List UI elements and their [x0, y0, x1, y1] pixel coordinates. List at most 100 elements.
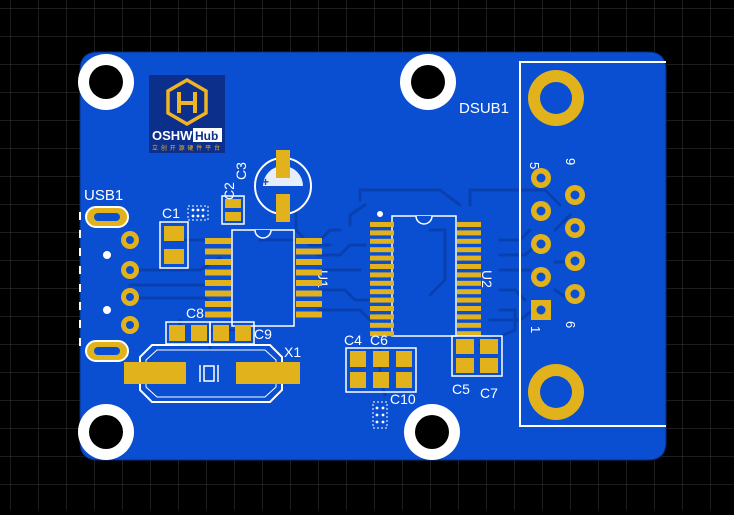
u1-pin-pad	[205, 290, 231, 297]
u2-pin1-marker	[377, 211, 383, 217]
c3-polarity-plus: +	[262, 175, 269, 189]
u1-pin-pad	[296, 248, 322, 255]
u2-pin-pad	[370, 238, 394, 244]
u2-pin-pad	[457, 314, 481, 320]
u2-pin-pad	[457, 230, 481, 236]
c5-label: C5	[452, 381, 470, 397]
u1-ic: U1	[205, 229, 331, 327]
c10-pad	[396, 372, 412, 388]
usb-shield-slot	[94, 213, 120, 221]
x1-label: X1	[284, 344, 301, 360]
c9-pad	[213, 325, 229, 341]
logo-brand-left: OSHW	[152, 128, 193, 143]
c8-label: C8	[186, 305, 204, 321]
c8-pad	[169, 325, 185, 341]
c5-pad	[456, 339, 474, 354]
u2-label: U2	[479, 270, 495, 288]
u2-pin-pad	[370, 255, 394, 261]
u2-pin-pad	[370, 297, 394, 303]
c4-label: C4	[344, 332, 362, 348]
mounting-holes	[78, 54, 460, 460]
logo-h-icon	[177, 92, 197, 113]
c2-label: C2	[221, 182, 237, 200]
dsub-pin1-label: 1	[528, 326, 543, 333]
c4-pad	[350, 372, 366, 388]
u2-pin-pad	[457, 306, 481, 311]
c2-capacitor: C2	[221, 182, 245, 225]
u1-pin-pad	[296, 238, 322, 244]
c7-pad	[480, 358, 498, 373]
test-point-array	[372, 401, 388, 429]
c8-c9-capacitors: C8 C9	[165, 305, 272, 345]
u2-pin-pad	[457, 264, 481, 269]
mounting-hole-drill	[415, 415, 449, 449]
u1-pin-pad	[296, 290, 322, 297]
x1-crystal: X1	[124, 344, 301, 403]
u2-pin-pad	[370, 306, 394, 311]
usb-shield-slot	[94, 347, 120, 355]
c8-pad	[191, 325, 207, 341]
c6-pad	[373, 351, 389, 367]
usb1-connector: USB1	[79, 187, 139, 362]
c9-pad	[235, 325, 251, 341]
c10-pad	[396, 351, 412, 367]
dsub1-label: DSUB1	[459, 100, 509, 117]
u2-pin-pad	[457, 289, 481, 295]
u2-pin-pad	[457, 331, 481, 337]
u1-pin-pad	[205, 280, 231, 286]
dsub-pin9-label: 9	[563, 158, 578, 165]
u2-pin-pad	[370, 314, 394, 320]
dsub1-connector: DSUB1 5 9 1 6	[459, 61, 666, 427]
u2-pin-pad	[370, 272, 394, 278]
x1-pad	[236, 362, 300, 384]
u2-pin-pad	[370, 322, 394, 328]
u1-pin-pad	[205, 259, 231, 265]
u1-pin-pad	[296, 269, 322, 276]
logo-hub-box	[193, 128, 222, 142]
u2-pin-pad	[370, 230, 394, 236]
c10-label: C10	[390, 391, 416, 407]
mounting-hole-drill	[89, 65, 123, 99]
c3-pad	[276, 150, 290, 178]
mounting-hole-drill	[89, 415, 123, 449]
oshwhub-logo: OSHW Hub 立创开源硬件平台	[149, 75, 225, 153]
u2-ic: U2	[370, 211, 495, 337]
u2-pin-pad	[457, 238, 481, 244]
u2-pin-pad	[457, 247, 481, 253]
logo-brand-right: Hub	[195, 129, 218, 143]
c2-pad	[225, 199, 241, 208]
u2-pin-pad	[457, 280, 481, 286]
c4-pad	[350, 351, 366, 367]
u2-pin-pad	[457, 222, 481, 227]
u2-pin-pad	[370, 331, 394, 337]
u1-pin-pad	[296, 259, 322, 265]
usb-locating-hole	[103, 251, 111, 259]
u2-pin-pad	[370, 264, 394, 269]
copper-traces	[128, 188, 572, 397]
c4-c6-c10-capacitors: C4 C6 C10	[344, 332, 417, 407]
u2-pin-pad	[457, 322, 481, 328]
u2-pin-pad	[457, 255, 481, 261]
usb1-label: USB1	[84, 187, 123, 204]
u1-pin-pad	[205, 248, 231, 255]
c2-pad	[225, 212, 241, 221]
x1-pad	[124, 362, 186, 384]
u2-pin-pad	[457, 272, 481, 278]
c1-capacitor: C1	[159, 205, 189, 269]
u1-pin-pad	[205, 311, 231, 318]
usb-locating-hole	[103, 306, 111, 314]
u2-pin-pad	[370, 280, 394, 286]
c1-pad	[164, 226, 184, 241]
u1-pin-pad	[205, 238, 231, 244]
logo-hexagon-icon	[166, 77, 208, 127]
c1-pad	[164, 249, 184, 264]
u2-pin-pad	[370, 247, 394, 253]
u1-pin-pad	[205, 301, 231, 307]
c1-label: C1	[162, 205, 180, 221]
c9-label: C9	[254, 326, 272, 342]
dsub-pin5-label: 5	[527, 162, 542, 169]
c3-electrolytic-capacitor: + C3	[233, 150, 312, 222]
c6-label: C6	[370, 332, 388, 348]
